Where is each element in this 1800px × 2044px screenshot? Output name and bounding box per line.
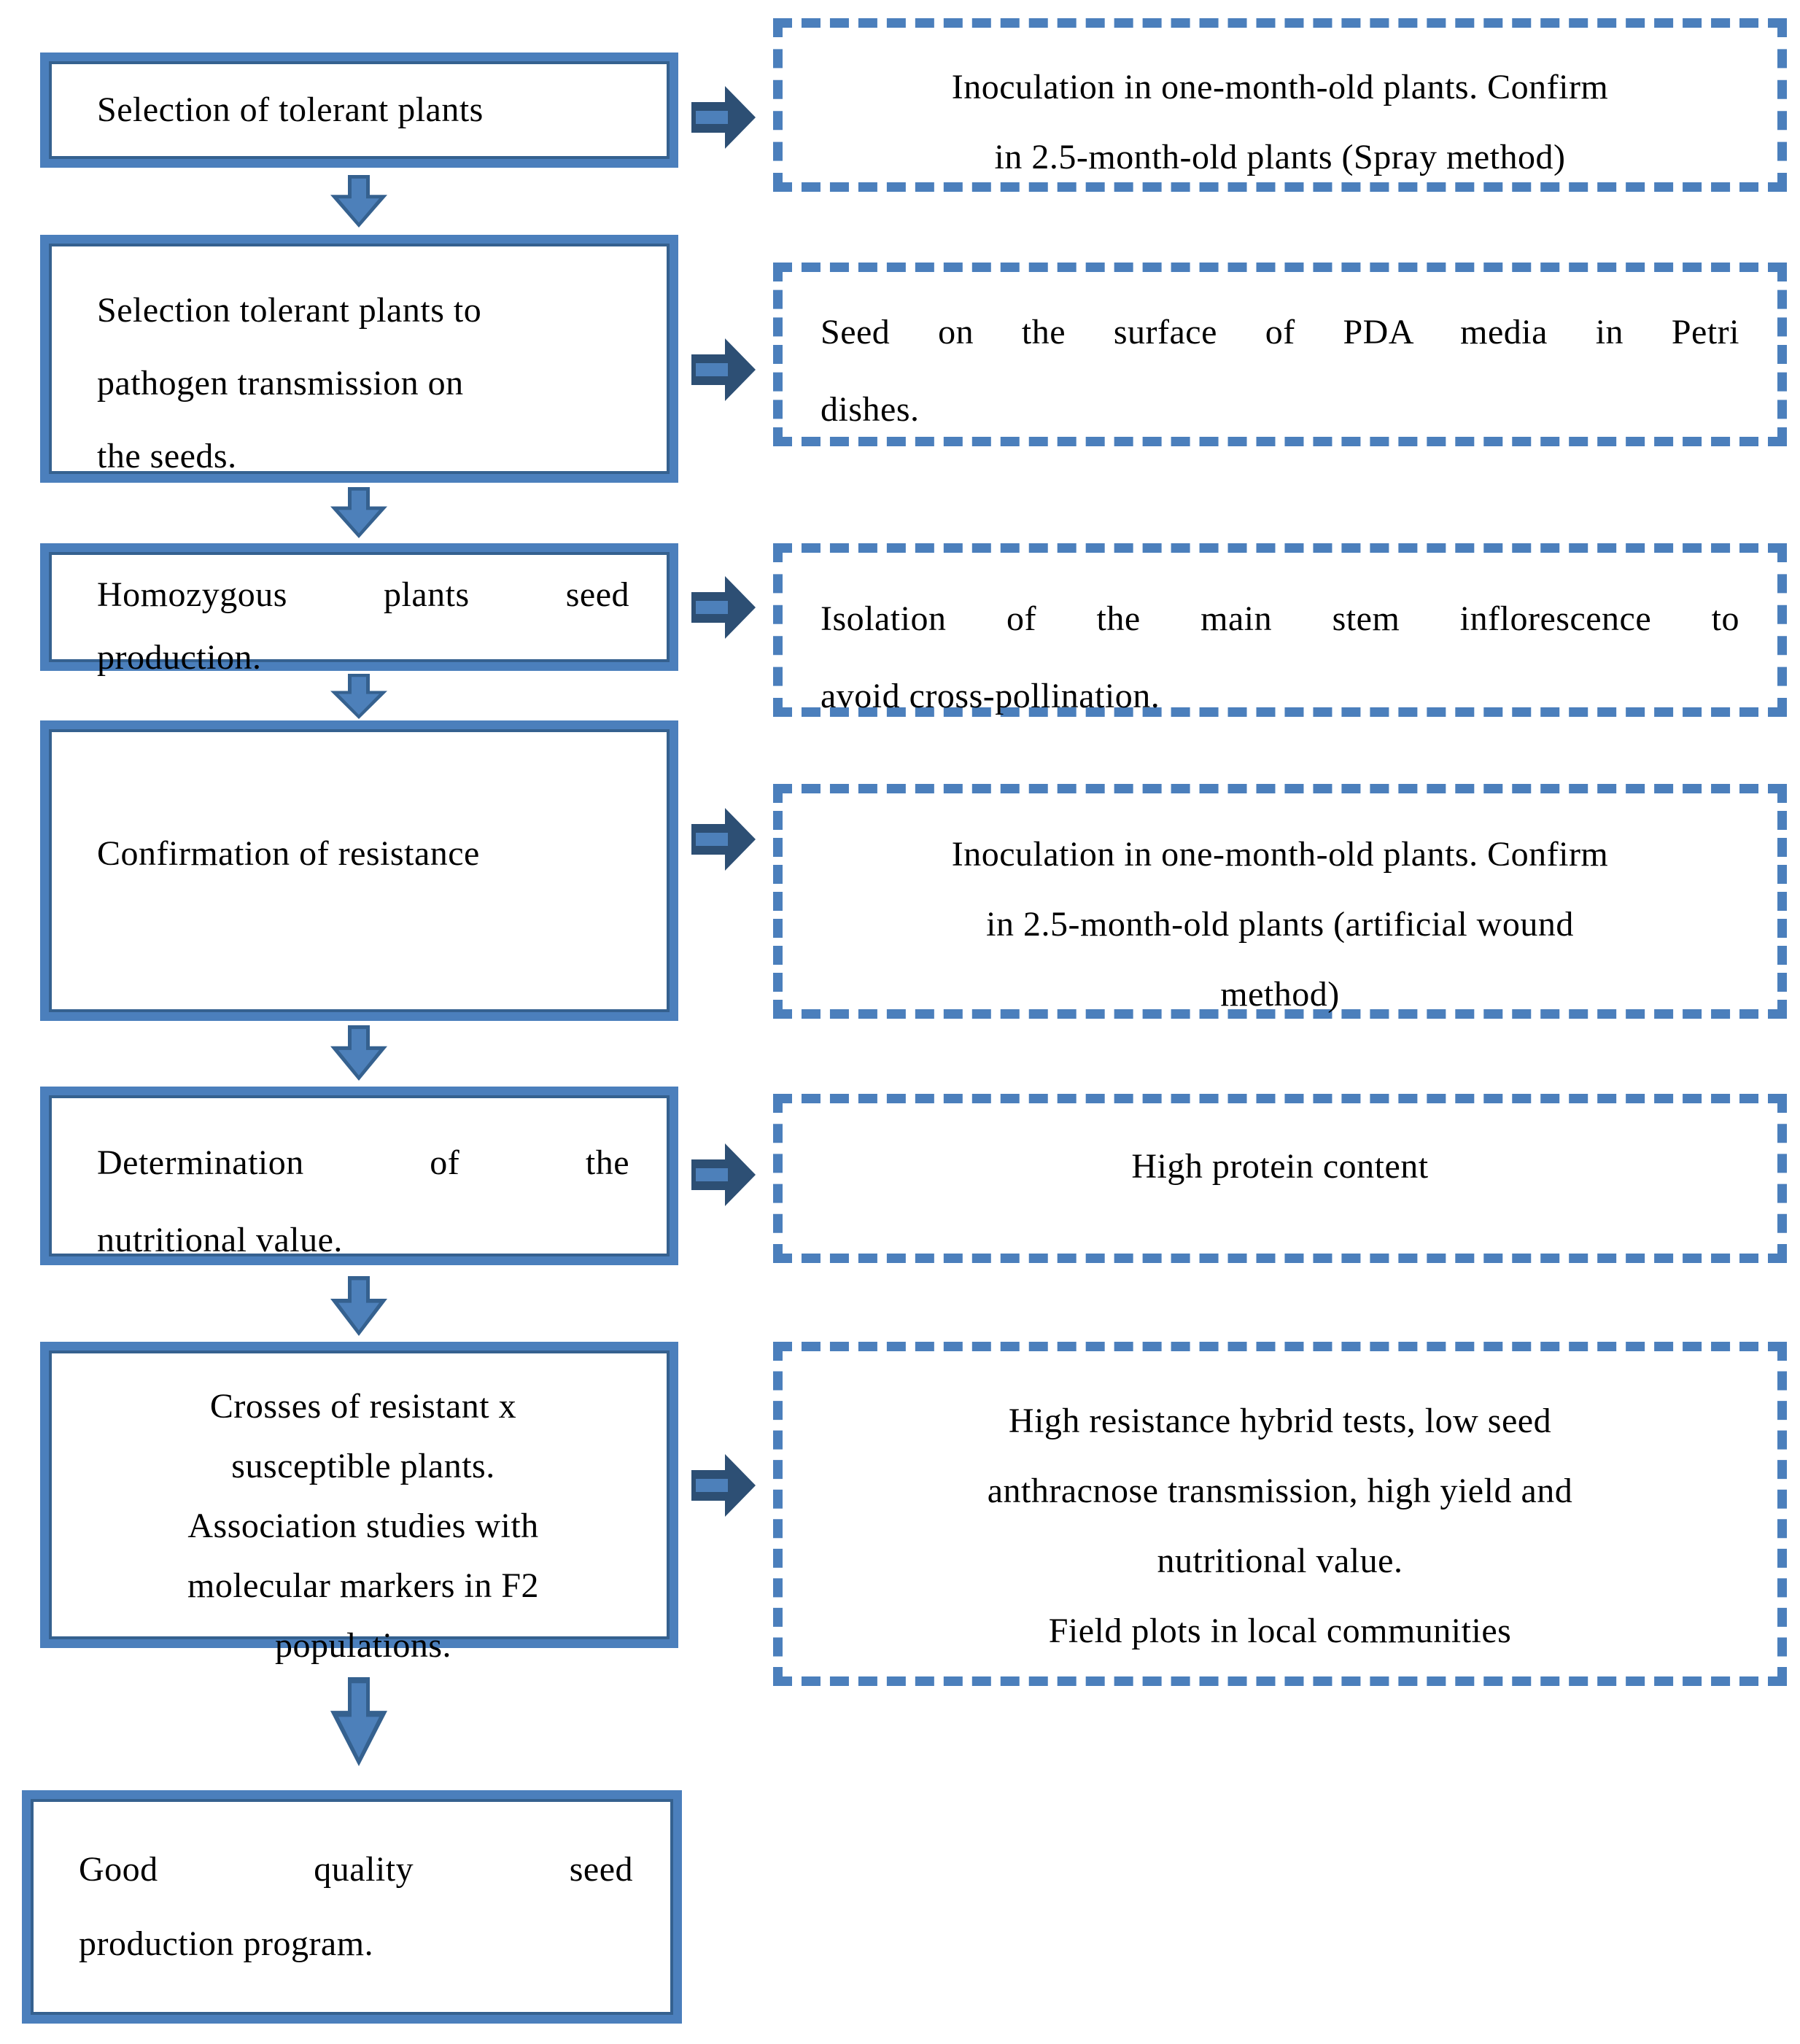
text-line: Determination of the <box>97 1143 629 1182</box>
text-line: in 2.5-month-old plants (artificial woun… <box>986 905 1574 944</box>
text-line: Selection tolerant plants to <box>97 291 482 330</box>
text-line: Inoculation in one-month-old plants. Con… <box>951 68 1609 106</box>
detail-box-3-text: Isolation of the main stem inflorescence… <box>783 553 1777 735</box>
down-arrow-icon <box>330 1677 387 1766</box>
detail-box-6-text: High resistance hybrid tests, low seed an… <box>783 1351 1777 1666</box>
text-line: Field plots in local communities <box>1048 1612 1512 1650</box>
right-arrow-icon <box>691 576 756 639</box>
down-arrow-icon <box>330 1276 387 1336</box>
text-line: Selection of tolerant plants <box>97 90 484 129</box>
step-box-4-text: Confirmation of resistance <box>49 729 670 890</box>
text-line: Homozygous plants seed <box>97 575 629 614</box>
text-line: method) <box>1220 975 1340 1014</box>
right-arrow-icon <box>691 86 756 149</box>
text-line: susceptible plants. <box>231 1447 495 1485</box>
text-line: the seeds. <box>97 437 237 475</box>
text-line: nutritional value. <box>1157 1542 1403 1580</box>
detail-box-4-text: Inoculation in one-month-old plants. Con… <box>783 793 1777 1030</box>
text-line: production program. <box>79 1924 374 1963</box>
detail-box-2: Seed on the surface of PDA media in Petr… <box>773 263 1787 446</box>
step-box-3-text: Homozygous plants seed production. <box>49 552 670 689</box>
text-line: Seed on the surface of PDA media in Petr… <box>821 313 1739 351</box>
step-box-7: Good quality seed production program. <box>22 1790 682 2024</box>
text-line: anthracnose transmission, high yield and <box>987 1472 1573 1510</box>
right-arrow-icon <box>691 338 756 401</box>
detail-box-1: Inoculation in one-month-old plants. Con… <box>773 18 1787 192</box>
step-box-2: Selection tolerant plants to pathogen tra… <box>40 235 678 483</box>
detail-box-5: High protein content <box>773 1094 1787 1263</box>
down-arrow-icon <box>330 1025 387 1081</box>
step-box-2-text: Selection tolerant plants to pathogen tra… <box>49 244 670 493</box>
detail-box-6: High resistance hybrid tests, low seed an… <box>773 1342 1787 1686</box>
step-box-6: Crosses of resistant x susceptible plants… <box>40 1342 678 1665</box>
step-box-1: Selection of tolerant plants <box>40 53 678 168</box>
detail-box-3: Isolation of the main stem inflorescence… <box>773 543 1787 717</box>
right-arrow-icon <box>691 1454 756 1517</box>
text-line: molecular markers in F2 <box>187 1566 540 1605</box>
text-line: pathogen transmission on <box>97 364 464 403</box>
text-line: Inoculation in one-month-old plants. Con… <box>951 835 1609 874</box>
text-line: nutritional value. <box>97 1221 343 1259</box>
step-box-5-text: Determination of the nutritional value. <box>49 1095 670 1279</box>
text-line: Confirmation of resistance <box>97 834 480 873</box>
right-arrow-icon <box>691 808 756 871</box>
text-line: Crosses of resistant x <box>209 1387 517 1426</box>
right-arrow-icon <box>691 1143 756 1206</box>
step-box-3: Homozygous plants seed production. <box>40 543 678 677</box>
text-line: in 2.5-month-old plants (Spray method) <box>994 138 1566 176</box>
step-box-6-text: Crosses of resistant x susceptible plants… <box>49 1351 670 1676</box>
detail-box-1-text: Inoculation in one-month-old plants. Con… <box>783 28 1777 193</box>
text-line: production. <box>97 638 262 677</box>
text-line: High resistance hybrid tests, low seed <box>1008 1402 1552 1440</box>
text-line: Isolation of the main stem inflorescence… <box>821 599 1739 638</box>
detail-box-4: Inoculation in one-month-old plants. Con… <box>773 784 1787 1019</box>
text-line: populations. <box>275 1626 451 1665</box>
step-box-7-text: Good quality seed production program. <box>31 1799 673 1981</box>
down-arrow-icon <box>330 674 387 719</box>
step-box-5: Determination of the nutritional value. <box>40 1087 678 1265</box>
text-line: High protein content <box>1131 1147 1429 1186</box>
step-box-4: Confirmation of resistance <box>40 720 678 1021</box>
down-arrow-icon <box>330 175 387 228</box>
step-box-1-text: Selection of tolerant plants <box>49 61 670 159</box>
text-line: Good quality seed <box>79 1850 633 1889</box>
text-line: avoid cross-pollination. <box>821 677 1160 715</box>
text-line: dishes. <box>821 390 920 429</box>
text-line: Association studies with <box>187 1507 539 1545</box>
detail-box-2-text: Seed on the surface of PDA media in Petr… <box>783 272 1777 448</box>
detail-box-5-text: High protein content <box>783 1103 1777 1202</box>
down-arrow-icon <box>330 487 387 538</box>
